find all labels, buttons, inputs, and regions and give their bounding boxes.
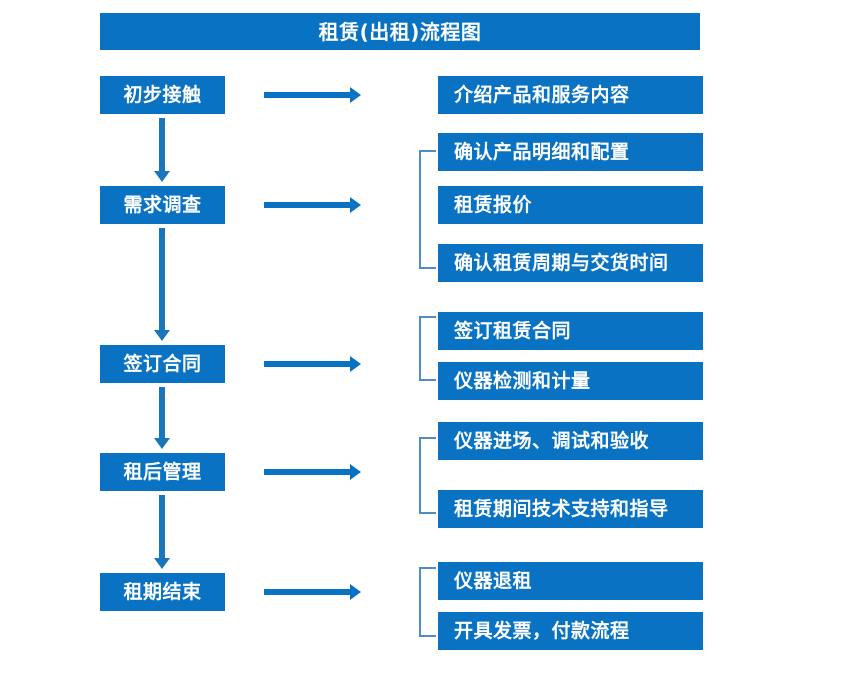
horizontal-arrow-stage2	[264, 193, 361, 217]
detail-box-sign-rental-contract[interactable]: 签订租赁合同	[438, 312, 703, 350]
vertical-arrow-stage4-to-stage5	[151, 495, 173, 569]
vertical-arrow-stage2-to-stage3	[151, 228, 173, 341]
stage-box-initial-contact[interactable]: 初步接触	[100, 76, 225, 114]
horizontal-arrow-stage1	[264, 83, 361, 107]
stage-box-sign-contract[interactable]: 签订合同	[100, 345, 225, 383]
stage-box-rental-end[interactable]: 租期结束	[100, 573, 225, 611]
vertical-arrow-stage3-to-stage4	[151, 387, 173, 449]
stage-box-needs-survey[interactable]: 需求调查	[100, 186, 225, 224]
detail-box-instrument-entry-commissioning-acceptance[interactable]: 仪器进场、调试和验收	[438, 422, 703, 460]
detail-box-introduce-products-services[interactable]: 介绍产品和服务内容	[438, 76, 703, 114]
detail-box-confirm-product-details[interactable]: 确认产品明细和配置	[438, 133, 703, 171]
detail-box-instrument-inspection-metering[interactable]: 仪器检测和计量	[438, 362, 703, 400]
bracket-group-sign-contract	[419, 316, 436, 381]
bracket-group-post-rental-management	[419, 437, 436, 514]
diagram-title: 租赁(出租)流程图	[100, 13, 700, 50]
horizontal-arrow-stage3	[264, 352, 361, 376]
detail-box-rental-quotation[interactable]: 租赁报价	[438, 186, 703, 224]
bracket-group-rental-end	[419, 567, 436, 637]
stage-box-post-rental-management[interactable]: 租后管理	[100, 453, 225, 491]
detail-box-confirm-rental-period-delivery[interactable]: 确认租赁周期与交货时间	[438, 244, 703, 282]
vertical-arrow-stage1-to-stage2	[151, 118, 173, 182]
detail-box-invoice-payment-process[interactable]: 开具发票，付款流程	[438, 612, 703, 650]
detail-box-technical-support-guidance[interactable]: 租赁期间技术支持和指导	[438, 490, 703, 528]
horizontal-arrow-stage4	[264, 460, 361, 484]
horizontal-arrow-stage5	[264, 580, 361, 604]
bracket-group-needs-survey	[419, 150, 436, 269]
detail-box-instrument-return[interactable]: 仪器退租	[438, 562, 703, 600]
